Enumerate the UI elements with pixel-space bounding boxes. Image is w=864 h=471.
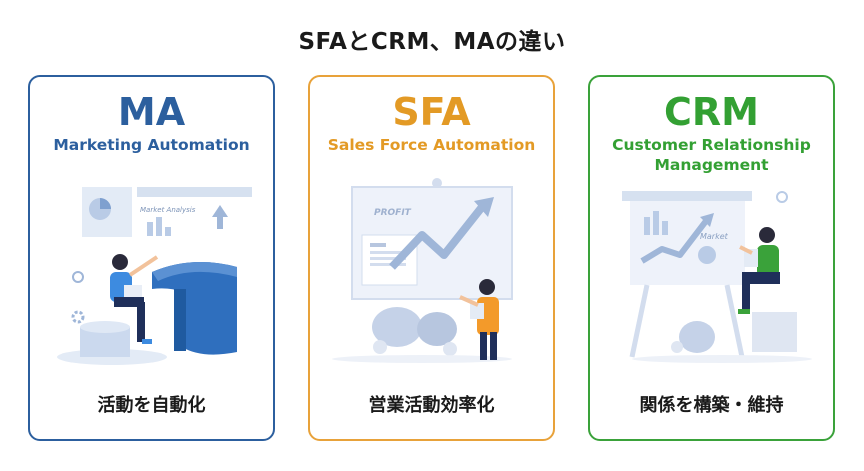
- card-description: 活動を自動化: [97, 395, 206, 416]
- profit-text: PROFIT: [374, 208, 412, 218]
- card-abbr: CRM: [664, 90, 759, 134]
- card-crm: CRM Customer Relationship Management Mar…: [588, 75, 835, 441]
- card-abbr: MA: [117, 90, 186, 134]
- sales-illustration-icon: PROFIT: [332, 178, 513, 363]
- card-full-name: Sales Force Automation: [327, 136, 536, 154]
- market-text: Market: [700, 232, 729, 241]
- card-sfa: SFA Sales Force Automation PROFIT 営業活動効率…: [308, 75, 555, 441]
- card-abbr: SFA: [392, 90, 471, 134]
- customer-illustration-icon: Market: [622, 191, 812, 363]
- card-full-name: Customer Relationship Management: [612, 136, 811, 174]
- card-ma: MA Marketing Automation Market Analysis …: [28, 75, 275, 441]
- card-full-name: Marketing Automation: [53, 136, 250, 154]
- marketing-illustration-icon: Market Analysis: [57, 187, 252, 365]
- card-description: 営業活動効率化: [368, 395, 495, 416]
- card-description: 関係を構築・維持: [639, 395, 784, 416]
- market-analysis-text: Market Analysis: [140, 206, 196, 214]
- page-title: SFAとCRM、MAの違い: [298, 29, 566, 55]
